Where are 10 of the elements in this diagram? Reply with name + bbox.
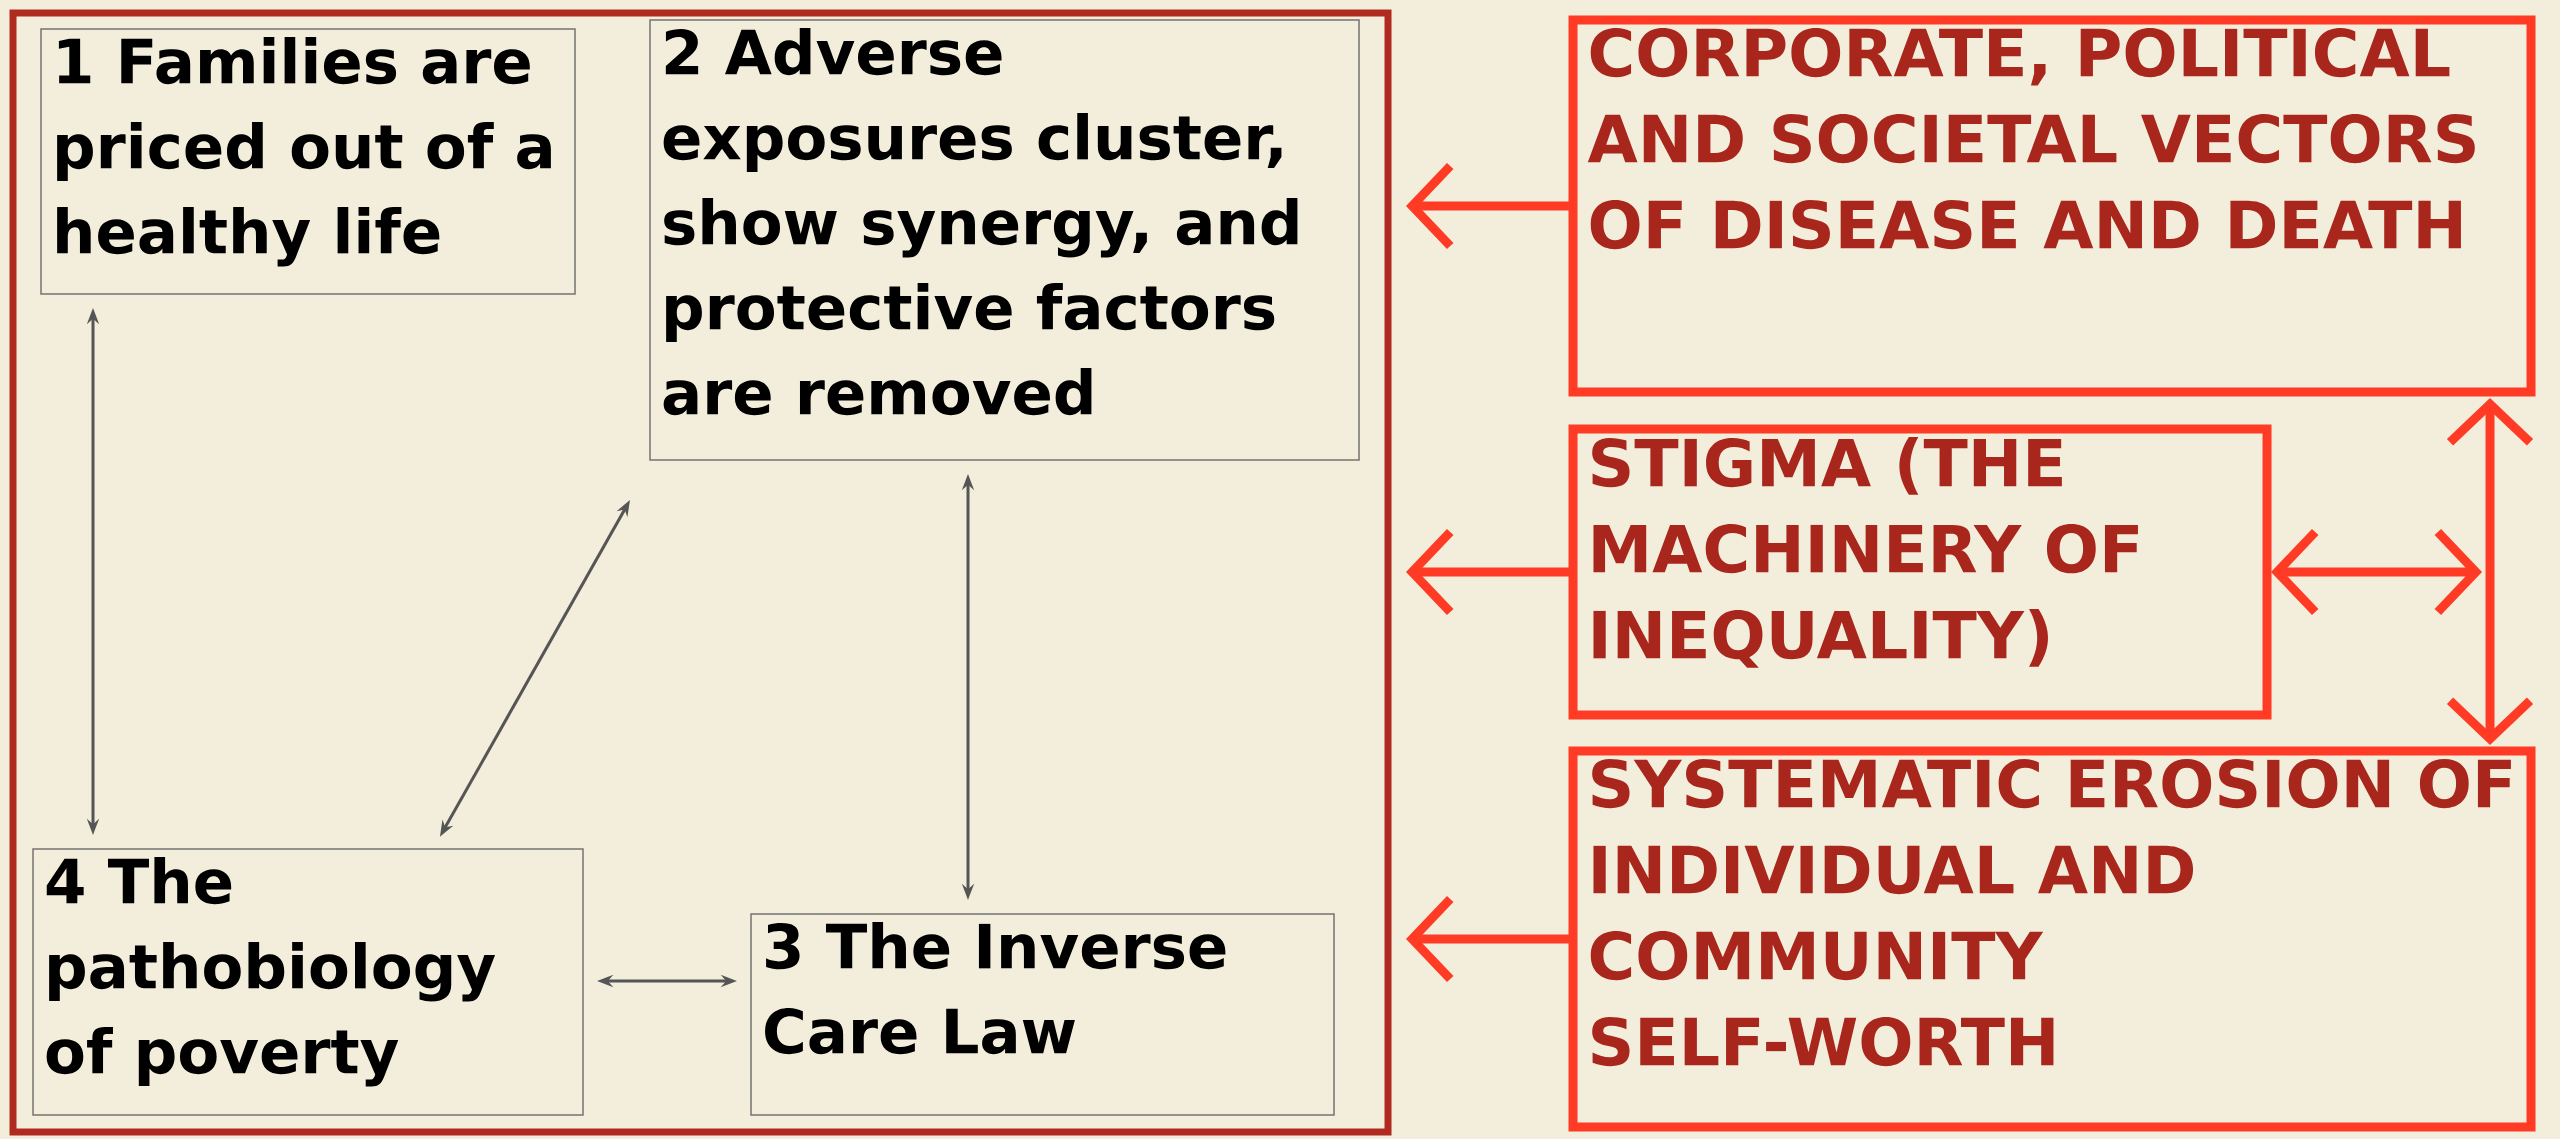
outer-frame — [9, 9, 1392, 1136]
arrow — [2446, 398, 2534, 745]
statement-box: SYSTEMATIC EROSION OF INDIVIDUAL AND COMMUNITY SELF-WORTH — [1568, 746, 2536, 1132]
statement-box: STIGMA (THE MACHINERY OF INEQUALITY) — [1568, 424, 2272, 720]
arrow — [2271, 528, 2482, 616]
text-box: 4 The pathobiology of poverty — [32, 848, 584, 1116]
statement-box: CORPORATE, POLITICAL AND SOCIETAL VECTORS OF DISEASE AND DEATH — [1568, 15, 2536, 397]
text-box: 2 Adverse exposures cluster, show synergy, and protective factors are removed — [649, 19, 1360, 461]
text-box: 3 The Inverse Care Law — [750, 913, 1335, 1116]
text-box: 1 Families are priced out of a healthy life — [40, 28, 576, 295]
